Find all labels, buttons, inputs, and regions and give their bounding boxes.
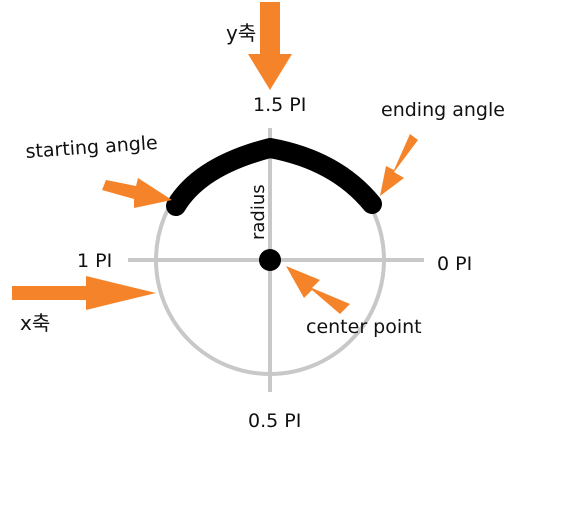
angle-label-left: 1 PI [77, 250, 112, 272]
starting-angle-label: starting angle [25, 132, 159, 163]
y-axis-arrow [248, 2, 292, 90]
center-point-arrow [286, 266, 350, 314]
x-axis-arrow [12, 276, 156, 310]
angle-label-right: 0 PI [437, 253, 472, 275]
center-point-label: center point [306, 316, 422, 338]
angle-label-top: 1.5 PI [253, 94, 306, 116]
x-axis-label: x축 [20, 311, 50, 335]
y-axis-label: y축 [226, 21, 256, 45]
starting-angle-arrow [102, 178, 172, 208]
ending-angle-label: ending angle [381, 99, 505, 121]
center-point-dot [259, 249, 281, 271]
radius-label: radius [248, 184, 269, 240]
angle-label-bottom: 0.5 PI [248, 410, 301, 432]
drawn-arc [166, 138, 382, 216]
ending-angle-arrow [380, 134, 418, 196]
